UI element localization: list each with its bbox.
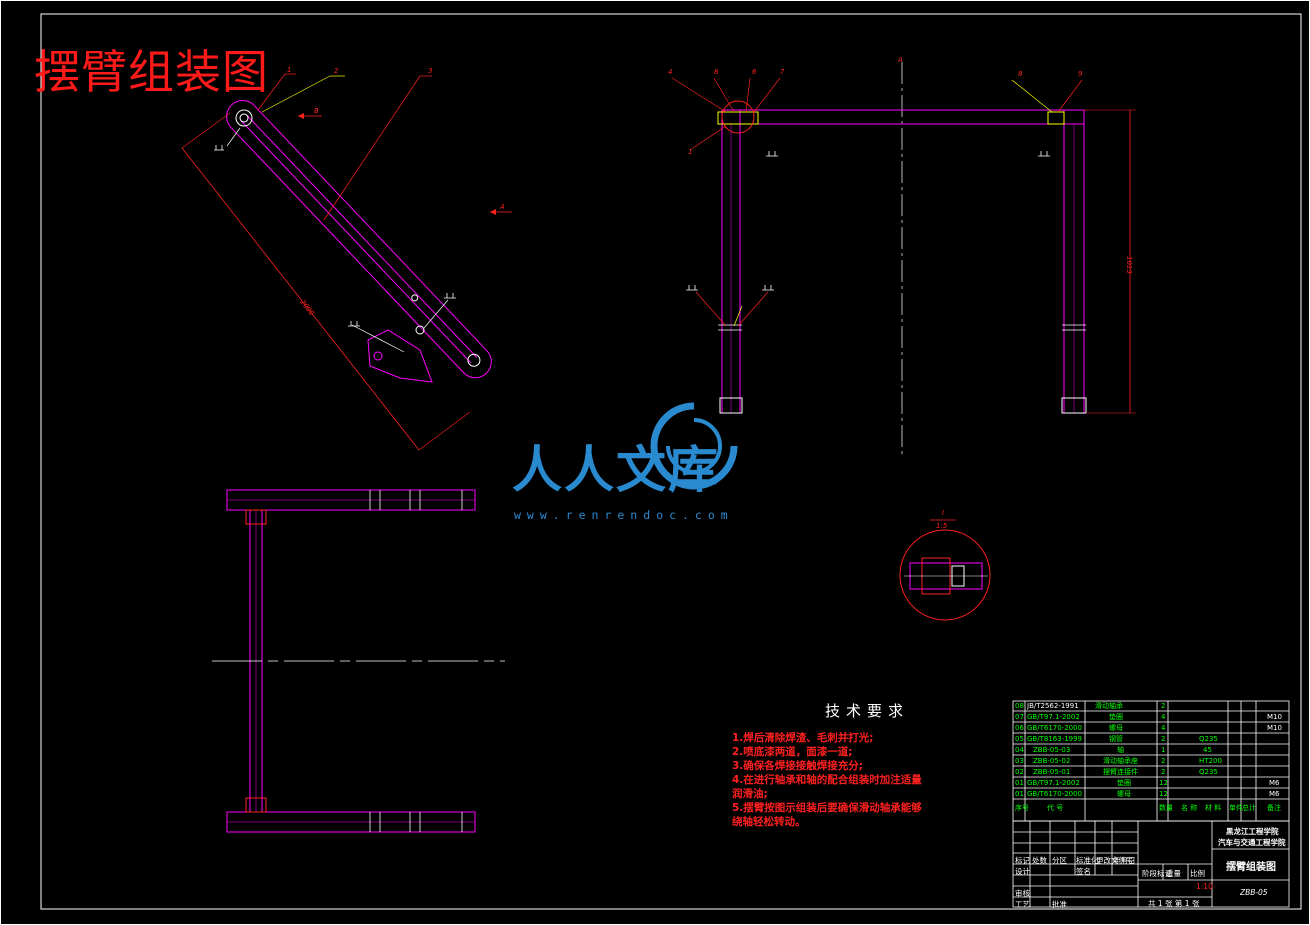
tb-scale: 1:10 [1196, 882, 1213, 891]
tb-label-date: 年月日 [1113, 856, 1136, 865]
bom-header-row: 序号代 号名 称数量材 料单件总计备注 [1015, 804, 1281, 812]
tb-school: 黑龙江工程学院 [1226, 827, 1279, 836]
drawing-title: 摆臂组装图 [34, 45, 269, 99]
tb-dept: 汽车与交通工程学院 [1218, 838, 1286, 847]
frame-top-view [212, 489, 505, 833]
part-label-7: 7 [780, 68, 785, 76]
tb-drawing-no: ZBB-05 [1240, 888, 1268, 897]
tb-label-count: 处数 [1032, 856, 1047, 865]
part-label-1b: 1 [688, 148, 692, 156]
arm-inclined-view: 2000 1 2 3 B A [181, 66, 512, 451]
tech-req-5: 5.摆臂按图示组装后要确保滑动轴承能够 [732, 802, 922, 814]
tb-label-change: 更改文件号 [1096, 856, 1134, 865]
view-label-a: A [499, 203, 505, 211]
part-label-6: 6 [752, 68, 757, 76]
part-label-8b: 8 [1018, 70, 1023, 78]
watermark: 人人文库 www.renrendoc.com [512, 392, 802, 528]
part-label-8: 8 [714, 68, 719, 76]
tech-req-2: 2.喷底漆两道，面漆一道; [732, 746, 853, 758]
view-label-a2: A [897, 56, 903, 64]
tech-req-3: 3.确保各焊接接触焊接充分; [732, 760, 863, 772]
part-label-2: 2 [334, 67, 339, 75]
frame-front-view: 1013 4 8 6 7 1 A 8 9 [668, 56, 1136, 455]
tb-label-sign: 签名 [1076, 867, 1091, 876]
watermark-text: 人人文库 [512, 440, 720, 499]
detail-label: I [942, 509, 944, 517]
part-label-1: 1 [287, 66, 291, 74]
tb-label-stage: 阶段标记 [1142, 869, 1172, 878]
tech-req-1: 1.焊后清除焊渣、毛刺并打光; [732, 732, 874, 744]
tb-label-design: 设计 [1015, 867, 1030, 876]
view-label-b: B [314, 107, 319, 115]
tech-req-4: 4.在进行轴承和轴的配合组装时加注适量 [732, 774, 922, 786]
tb-label-mark: 标记 [1015, 856, 1030, 865]
tb-label-std: 标准化 [1076, 856, 1099, 865]
watermark-url: www.renrendoc.com [514, 508, 734, 522]
part-label-3: 3 [428, 67, 432, 75]
tech-req-4b: 润滑油; [732, 788, 768, 800]
dim-frame-height: 1013 [1125, 256, 1133, 274]
detail-scale: 1:5 [936, 522, 948, 530]
bom-grid [1012, 700, 1290, 908]
tb-label-scale: 比例 [1190, 869, 1205, 878]
tech-requirements: 技术要求 1.焊后清除焊渣、毛刺并打光; 2.喷底漆两道，面漆一道; 3.确保各… [732, 700, 1002, 829]
watermark-logo-icon [650, 402, 738, 490]
tb-label-review: 审核 [1015, 889, 1030, 898]
tb-label-process: 工艺 [1015, 900, 1030, 909]
tb-drawing-name: 摆臂组装图 [1226, 862, 1276, 873]
tb-label-weight: 重量 [1166, 869, 1181, 878]
detail-view-i: I 1:5 [899, 509, 991, 621]
tb-label-zone: 分区 [1052, 856, 1067, 865]
part-label-4: 4 [668, 68, 672, 76]
tech-requirements-heading: 技术要求 [824, 702, 909, 720]
tech-req-5b: 绕轴轻松转动。 [732, 816, 806, 828]
inner-border [40, 13, 1302, 910]
part-label-9: 9 [1078, 70, 1083, 78]
tb-label-approve: 批准 [1052, 900, 1067, 909]
tb-sheet: 共 1 张 第 1 张 [1148, 899, 1200, 908]
